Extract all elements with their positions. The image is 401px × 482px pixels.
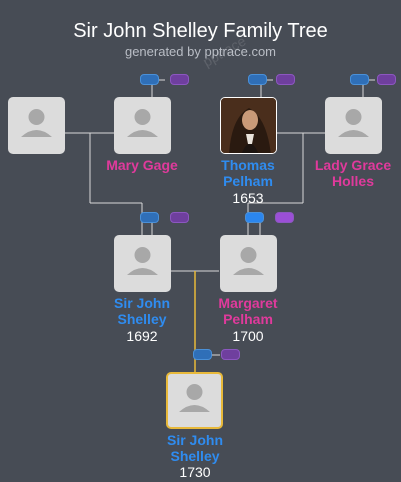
person-name: Sir John Shelley bbox=[140, 432, 250, 464]
person-name: Lady Grace Holles bbox=[298, 157, 401, 189]
portrait-photo bbox=[221, 98, 276, 153]
person-name: Margaret Pelham bbox=[193, 295, 303, 327]
name-line: Margaret bbox=[218, 295, 278, 311]
name-line: Pelham bbox=[223, 173, 273, 189]
name-line: Pelham bbox=[223, 311, 273, 327]
birth-year: 1692 bbox=[126, 328, 158, 344]
father-button[interactable] bbox=[140, 74, 159, 85]
person-silhouette-icon bbox=[338, 109, 369, 137]
birth-year: 1653 bbox=[232, 190, 264, 206]
father-button[interactable] bbox=[140, 212, 159, 223]
father-button[interactable] bbox=[245, 212, 264, 223]
name-line: Mary Gage bbox=[106, 157, 178, 173]
person-card-margaret-pelham[interactable] bbox=[220, 235, 277, 292]
person-card-unknown[interactable] bbox=[8, 97, 65, 154]
name-line: Sir John bbox=[113, 295, 170, 311]
person-silhouette-icon bbox=[21, 109, 52, 137]
name-line: Sir John bbox=[166, 432, 223, 448]
person-name: Thomas Pelham bbox=[193, 157, 303, 189]
person-name: Sir John Shelley bbox=[87, 295, 197, 327]
name-line: Lady Grace bbox=[314, 157, 392, 173]
father-button[interactable] bbox=[248, 74, 267, 85]
father-button[interactable] bbox=[193, 349, 212, 360]
father-button[interactable] bbox=[350, 74, 369, 85]
name-line: Thomas bbox=[221, 157, 275, 173]
birth-year: 1730 bbox=[179, 464, 211, 480]
person-card-lady-grace-holles[interactable] bbox=[325, 97, 382, 154]
person-card-thomas-pelham[interactable] bbox=[220, 97, 277, 154]
mother-button[interactable] bbox=[275, 212, 294, 223]
person-card-sir-john-shelley-1692[interactable] bbox=[114, 235, 171, 292]
person-silhouette-icon bbox=[179, 384, 210, 412]
person-card-sir-john-shelley-1730[interactable] bbox=[166, 372, 223, 429]
person-silhouette-icon bbox=[127, 109, 158, 137]
person-name: Mary Gage bbox=[87, 157, 197, 173]
person-card-mary-gage[interactable] bbox=[114, 97, 171, 154]
mother-button[interactable] bbox=[170, 74, 189, 85]
person-silhouette-icon bbox=[233, 247, 264, 275]
mother-button[interactable] bbox=[170, 212, 189, 223]
person-silhouette-icon bbox=[127, 247, 158, 275]
page-title: Sir John Shelley Family Tree bbox=[73, 20, 328, 42]
mother-button[interactable] bbox=[276, 74, 295, 85]
birth-year: 1700 bbox=[232, 328, 264, 344]
name-line: Shelley bbox=[117, 311, 167, 327]
page-subtitle: generated by pptrace.com bbox=[124, 44, 277, 59]
name-line: Holles bbox=[331, 173, 374, 189]
mother-button[interactable] bbox=[221, 349, 240, 360]
mother-button[interactable] bbox=[377, 74, 396, 85]
name-line: Shelley bbox=[170, 448, 220, 464]
